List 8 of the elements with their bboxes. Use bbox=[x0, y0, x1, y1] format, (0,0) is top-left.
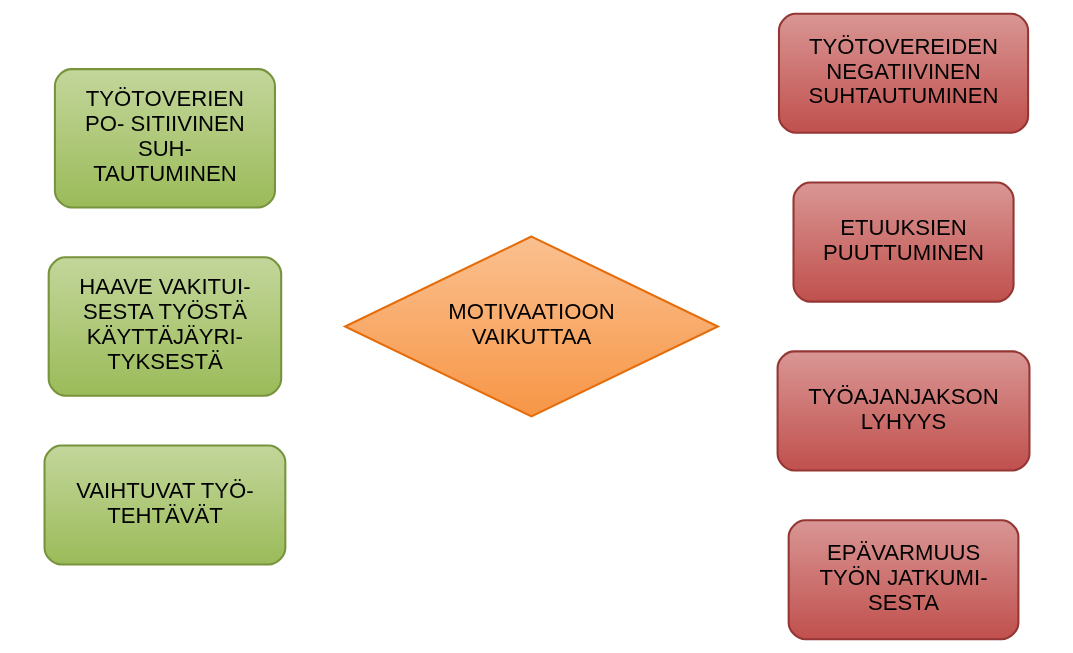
node-box: ETUUKSIEN PUUTTUMINEN bbox=[791, 181, 1015, 303]
node-box: VAIHTUVAT TYÖ- TEHTÄVÄT bbox=[43, 444, 286, 566]
node-diamond: MOTIVAATIOON VAIKUTTAA bbox=[342, 235, 720, 418]
node-box: TYÖAJANJAKSON LYHYYS bbox=[776, 350, 1030, 472]
node-box: TYÖTOVEREIDEN NEGATIIVINEN SUHTAUTUMINEN bbox=[777, 12, 1029, 134]
node-box: TYÖTOVERIEN PO- SITIIVINEN SUH- TAUTUMINEN bbox=[53, 68, 276, 209]
node-box: EPÄVARMUUS TYÖN JATKUMI- SESTA bbox=[787, 519, 1019, 641]
node-box: HAAVE VAKITUI- SESTA TYÖSTÄ KÄYTTÄJÄYRI- TYKSESTÄ bbox=[47, 256, 282, 397]
